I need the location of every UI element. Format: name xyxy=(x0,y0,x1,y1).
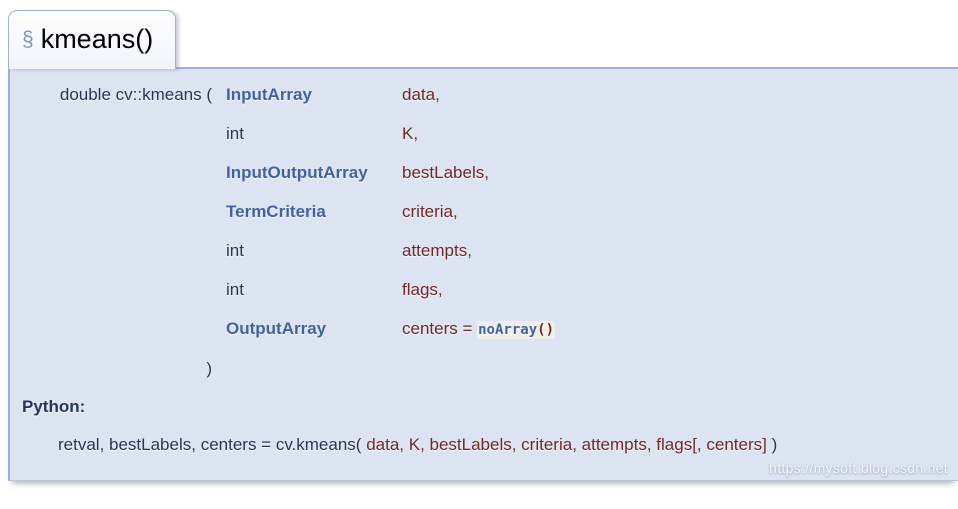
function-name-cell: double cv::kmeans ( xyxy=(59,85,212,104)
default-value-code: noArray() xyxy=(477,321,555,339)
function-name-cell xyxy=(20,232,214,271)
signature-row: TermCriteria criteria, xyxy=(20,193,555,232)
param-name-cell: flags, xyxy=(402,280,443,299)
signature-table: double cv::kmeans ( InputArray data,int K,I… xyxy=(20,76,555,389)
permalink-anchor-icon[interactable]: § xyxy=(22,28,34,51)
signature-table-body: double cv::kmeans ( InputArray data,int K,I… xyxy=(20,76,555,389)
param-type-cell: OutputArray xyxy=(214,310,400,350)
python-signature-line: retval, bestLabels, centers = cv.kmeans(… xyxy=(58,435,958,455)
signature-row: int flags, xyxy=(20,271,555,310)
type-link-outputarray[interactable]: OutputArray xyxy=(226,319,327,338)
signature-row: int K, xyxy=(20,115,555,154)
type-link-inputarray[interactable]: InputArray xyxy=(226,85,312,104)
python-signature-close: ) xyxy=(766,435,778,454)
python-signature-lhs: retval, bestLabels, centers = cv.kmeans( xyxy=(58,435,362,454)
param-name-cell: K, xyxy=(402,124,419,143)
param-name-cell: bestLabels, xyxy=(402,163,489,182)
function-title-text: kmeans() xyxy=(40,24,154,54)
function-name-cell xyxy=(20,310,214,350)
function-name-cell xyxy=(20,271,214,310)
empty-cell xyxy=(400,350,555,389)
signature-row: OutputArray centers = noArray() xyxy=(20,310,555,350)
param-type-cell: int xyxy=(226,280,244,299)
signature-row: int attempts, xyxy=(20,232,555,271)
param-type-cell: int xyxy=(226,124,244,143)
signature-row: double cv::kmeans ( InputArray data, xyxy=(20,76,555,115)
watermark: https://mysoft.blog.csdn.net xyxy=(769,460,948,476)
function-title-tab: § kmeans() xyxy=(8,10,177,69)
param-name-cell: data, xyxy=(402,85,440,104)
param-name-cell: attempts, xyxy=(402,241,472,260)
type-link-termcriteria[interactable]: TermCriteria xyxy=(226,202,326,221)
function-signature-panel: double cv::kmeans ( InputArray data,int K,I… xyxy=(8,67,958,481)
param-name-cell: centers = noArray() xyxy=(402,319,555,339)
python-signature-args: data, K, bestLabels, criteria, attempts,… xyxy=(361,435,767,454)
noarray-parens: () xyxy=(537,322,554,338)
param-type-cell: TermCriteria xyxy=(214,193,400,232)
param-type-cell: InputOutputArray xyxy=(214,154,400,193)
noarray-link[interactable]: noArray xyxy=(478,322,538,338)
empty-cell xyxy=(214,350,400,389)
function-name-cell xyxy=(20,115,214,154)
param-name-cell: criteria, xyxy=(402,202,458,221)
param-type-cell: InputArray xyxy=(214,76,400,115)
function-name-cell xyxy=(20,193,214,232)
signature-row: InputOutputArray bestLabels, xyxy=(20,154,555,193)
type-link-inputoutputarray[interactable]: InputOutputArray xyxy=(226,163,368,182)
close-paren-cell: ) xyxy=(206,359,212,378)
function-name-cell xyxy=(20,154,214,193)
param-type-cell: int xyxy=(226,241,244,260)
python-label: Python: xyxy=(22,397,86,416)
signature-close-row: ) xyxy=(20,350,555,389)
